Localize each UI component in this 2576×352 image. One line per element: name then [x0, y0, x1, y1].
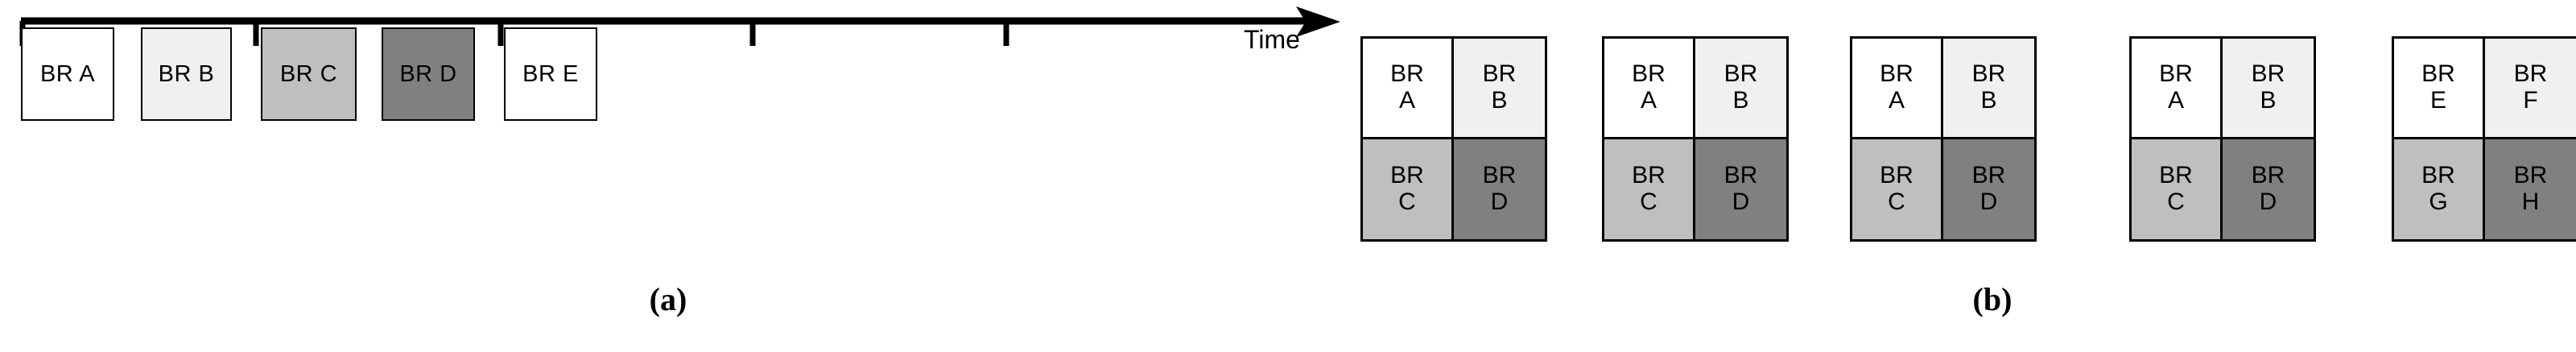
quad-cell-line1: BR — [2421, 60, 2455, 88]
quad-cell-line2: C — [1398, 188, 1416, 215]
quad-cell-line2: G — [2429, 188, 2448, 215]
quad-cell-line1: BR — [1880, 162, 1913, 189]
quad-cell-line1: BR — [1880, 60, 1913, 88]
quad-cell-line1: BR — [1724, 162, 1758, 189]
quad-cell-bottom-right: BR D — [1454, 139, 1545, 239]
quad-cell-top-left: BR E — [2394, 39, 2485, 139]
quad-cell-top-left: BR A — [1363, 39, 1454, 139]
quad-grid-5: BR E BR F BR G BR H — [2392, 36, 2576, 242]
timeline-box-label: BR D — [399, 60, 457, 87]
quad-cell-line2: A — [1398, 86, 1415, 114]
timeline-axis-label: Time — [1244, 25, 1300, 54]
quad-cell-bottom-right: BR D — [2223, 139, 2314, 239]
quad-cell-bottom-right: BR D — [1695, 139, 1786, 239]
quad-cell-top-left: BR A — [2132, 39, 2223, 139]
quad-grid-3: BR A BR B BR C BR D — [1850, 36, 2037, 242]
quad-cell-line1: BR — [1632, 60, 1666, 88]
quad-cell-line2: B — [1980, 86, 1997, 114]
quad-cell-line2: E — [2429, 86, 2446, 114]
quad-cell-top-right: BR B — [1943, 39, 2034, 139]
quad-cell-line1: BR — [2513, 162, 2548, 189]
quad-cell-line1: BR — [1971, 162, 2006, 189]
quad-cell-line1: BR — [1482, 60, 1517, 88]
quad-cell-bottom-left: BR C — [1852, 139, 1943, 239]
quad-cell-line2: A — [2167, 86, 2184, 114]
quad-cell-bottom-left: BR C — [2132, 139, 2223, 239]
timeline-box-label: BR A — [39, 60, 96, 87]
quad-cell-top-right: BR B — [2223, 39, 2314, 139]
quad-cell-line1: BR — [1971, 60, 2006, 88]
quad-cell-line1: BR — [2251, 162, 2285, 189]
timeline-box-br-c: BR C — [261, 27, 357, 121]
timeline-box-label: BR E — [522, 60, 579, 87]
quad-cell-line1: BR — [2513, 60, 2548, 88]
quad-grid-2: BR A BR B BR C BR D — [1602, 36, 1789, 242]
quad-cell-line1: BR — [1724, 60, 1758, 88]
quad-cell-line2: A — [1888, 86, 1905, 114]
quad-cell-line2: D — [2259, 188, 2277, 215]
quad-cell-bottom-right: BR D — [1943, 139, 2034, 239]
panel-a: Time BR A BR B BR C BR D BR E (a) — [19, 6, 1340, 317]
quad-cell-line1: BR — [2251, 60, 2285, 88]
quad-cell-line2: C — [2167, 188, 2185, 215]
quad-cell-line2: B — [2260, 86, 2277, 114]
quad-cell-line1: BR — [2421, 162, 2455, 189]
panel-a-caption: (a) — [649, 281, 687, 317]
quad-cell-bottom-left: BR C — [1604, 139, 1695, 239]
quad-cell-top-right: BR F — [2485, 39, 2576, 139]
timeline-box-br-d: BR D — [382, 27, 475, 121]
quad-cell-line2: D — [1979, 188, 1998, 215]
quad-cell-line2: B — [1491, 86, 1508, 114]
quad-cell-line2: C — [1640, 188, 1657, 215]
quad-cell-bottom-left: BR C — [1363, 139, 1454, 239]
quad-cell-line2: H — [2521, 188, 2540, 215]
quad-cell-top-right: BR B — [1454, 39, 1545, 139]
timeline-box-label: BR B — [158, 60, 215, 87]
quad-cell-top-right: BR B — [1695, 39, 1786, 139]
timeline-arrowhead — [1296, 6, 1340, 37]
quad-cell-line2: D — [1490, 188, 1509, 215]
quad-cell-line1: BR — [1482, 162, 1517, 189]
quad-cell-line1: BR — [1390, 162, 1424, 189]
timeline-box-br-b: BR B — [141, 27, 232, 121]
panel-b: BR A BR B BR C BR D BR A BR — [1360, 0, 2576, 352]
timeline-box-label: BR C — [279, 60, 338, 87]
quad-cell-line2: D — [1732, 188, 1750, 215]
timeline-box-br-e: BR E — [504, 27, 597, 121]
quad-cell-top-left: BR A — [1604, 39, 1695, 139]
quad-cell-top-left: BR A — [1852, 39, 1943, 139]
quad-cell-line2: F — [2523, 86, 2538, 114]
quad-cell-line2: A — [1640, 86, 1657, 114]
quad-cell-bottom-left: BR G — [2394, 139, 2485, 239]
quad-cell-line2: B — [1732, 86, 1749, 114]
quad-cell-line1: BR — [1632, 162, 1666, 189]
timeline-box-br-a: BR A — [21, 27, 114, 121]
quad-cell-line2: C — [1888, 188, 1905, 215]
quad-cell-line1: BR — [2159, 60, 2193, 88]
quad-cell-bottom-right: BR H — [2485, 139, 2576, 239]
panel-b-caption: (b) — [1972, 281, 2013, 317]
quad-grid-1: BR A BR B BR C BR D — [1360, 36, 1547, 242]
quad-cell-line1: BR — [1390, 60, 1424, 88]
quad-grid-4: BR A BR B BR C BR D — [2129, 36, 2316, 242]
quad-cell-line1: BR — [2159, 162, 2193, 189]
